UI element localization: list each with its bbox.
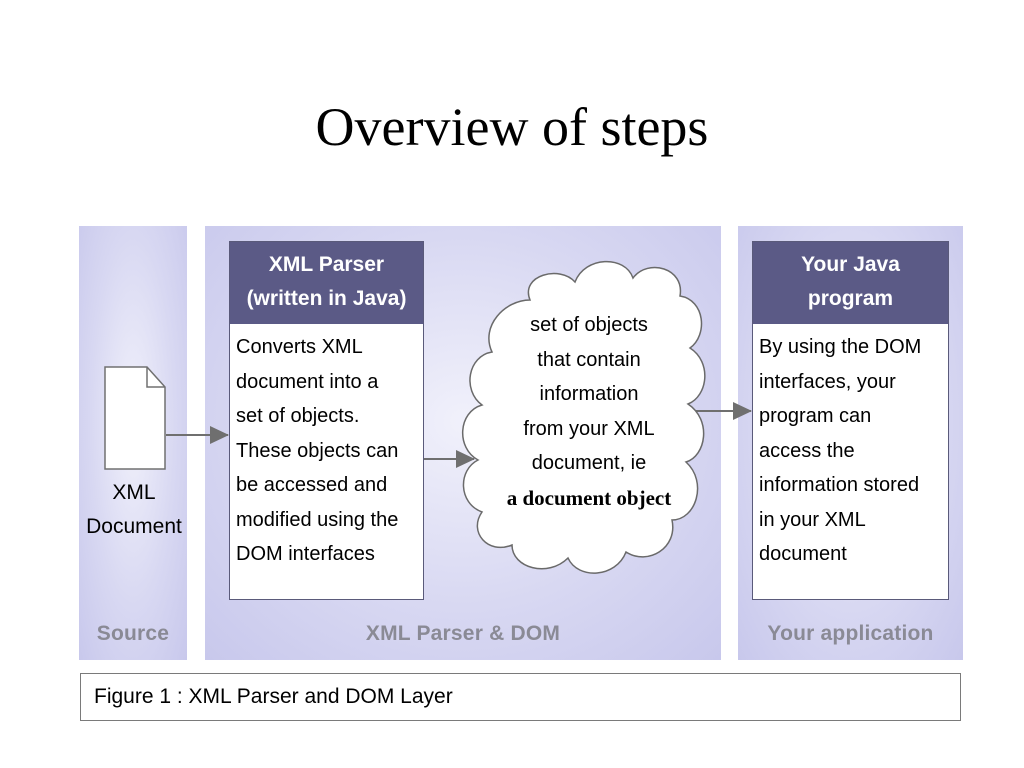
- body-line: Converts XML: [236, 336, 363, 358]
- body-line: information stored: [759, 474, 920, 496]
- header-line: Your Java: [801, 253, 900, 276]
- parser-panel-caption: XML Parser & DOM: [365, 622, 561, 645]
- cloud-text: set of objects that contain information …: [484, 308, 694, 515]
- xml-parser-box-header: XML Parser (written in Java): [230, 242, 423, 324]
- cloud-bold-line: a document object: [506, 485, 672, 510]
- xml-parser-box: XML Parser (written in Java) Converts XM…: [229, 241, 424, 600]
- cloud-line: set of objects: [530, 314, 648, 336]
- xml-document-label: XML Document: [82, 476, 186, 544]
- cloud-line: document, ie: [531, 452, 647, 474]
- java-program-box-header: Your Java program: [753, 242, 948, 324]
- body-line: modified using the: [236, 508, 399, 531]
- source-panel-caption: Source: [96, 622, 170, 645]
- xml-document-label-line: XML: [112, 481, 156, 504]
- xml-document-label-line: Document: [86, 515, 182, 538]
- body-line: program can: [759, 405, 872, 427]
- body-line: access the: [759, 439, 855, 462]
- slide-title: Overview of steps: [315, 97, 709, 157]
- body-line: set of objects.: [236, 405, 360, 427]
- cloud-line: that contain: [537, 348, 641, 371]
- header-line: (written in Java): [246, 287, 407, 310]
- body-line: in your XML: [759, 508, 866, 531]
- cloud-shape: [462, 260, 706, 574]
- body-line: These objects can: [236, 439, 399, 462]
- java-program-box-body: By using the DOM interfaces, your progra…: [753, 324, 948, 572]
- body-line: be accessed and: [236, 474, 388, 496]
- cloud-line: from your XML: [523, 417, 655, 440]
- figure-caption: Figure 1 : XML Parser and DOM Layer: [80, 673, 961, 721]
- header-line: program: [807, 287, 894, 310]
- java-program-box: Your Java program By using the DOM inter…: [752, 241, 949, 600]
- application-panel-caption: Your application: [767, 622, 934, 645]
- xml-parser-box-body: Converts XML document into a set of obje…: [230, 324, 423, 572]
- body-line: By using the DOM: [759, 336, 922, 358]
- document-icon: [104, 366, 166, 470]
- header-line: XML Parser: [268, 253, 385, 276]
- body-line: interfaces, your: [759, 370, 896, 393]
- body-line: document into a: [236, 370, 379, 393]
- cloud-line: information: [539, 383, 639, 405]
- body-line: DOM interfaces: [236, 543, 375, 565]
- body-line: document: [759, 543, 847, 565]
